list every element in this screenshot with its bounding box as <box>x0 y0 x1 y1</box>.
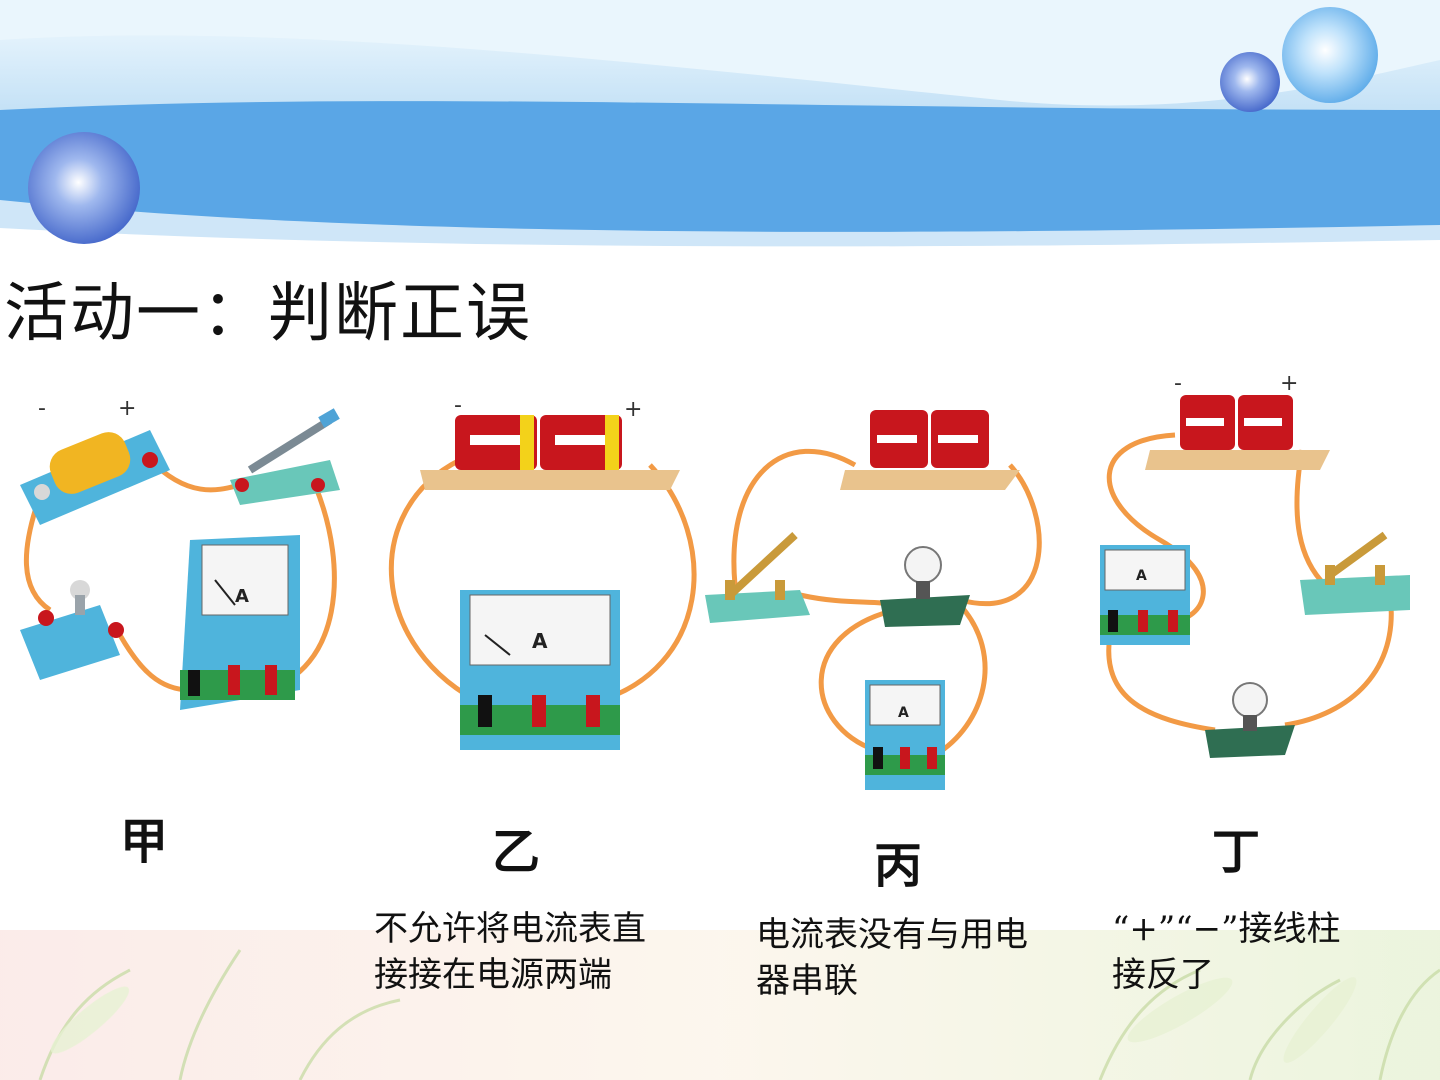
battery-icon <box>840 410 1020 490</box>
svg-text:A: A <box>898 705 909 721</box>
svg-text:A: A <box>532 629 548 653</box>
switch-icon <box>1300 531 1410 615</box>
svg-text:A: A <box>1136 568 1147 584</box>
circuit-ding-diagram: - + A <box>1100 371 1410 758</box>
decorative-orb-icon <box>1282 7 1378 103</box>
wire <box>731 448 857 586</box>
wire <box>1106 432 1206 623</box>
bulb-icon <box>20 580 124 680</box>
footer-decoration <box>0 930 1440 1080</box>
battery-icon <box>420 415 680 490</box>
note-line: 电流表没有与用电 <box>756 915 1028 955</box>
header-banner <box>0 0 1440 250</box>
wire <box>1284 594 1394 728</box>
note-line: 器串联 <box>756 961 858 1001</box>
wire <box>933 603 988 758</box>
wire <box>117 633 191 693</box>
switch-icon <box>705 532 810 623</box>
circuit-jia-diagram: - + A <box>20 396 340 710</box>
wire <box>818 607 896 753</box>
minus-sign: - <box>38 396 46 421</box>
minus-sign: - <box>454 393 462 418</box>
minus-sign: - <box>1174 371 1182 396</box>
ammeter-icon: A <box>1100 545 1190 645</box>
decorative-orb-icon <box>1220 52 1280 112</box>
circuit-yi-diagram: - + A <box>388 393 697 750</box>
decorative-orb-icon <box>28 132 140 244</box>
note-line: 接接在电源两端 <box>374 955 612 995</box>
plus-sign: + <box>1280 371 1298 396</box>
circuit-label-ding: 丁 <box>1212 824 1261 880</box>
circuit-label-yi: 乙 <box>492 824 541 880</box>
wire <box>594 463 697 705</box>
note-line: “+”“−”接线柱 <box>1112 909 1341 949</box>
wire <box>1106 634 1216 733</box>
circuit-note-yi: 不允许将电流表直 接接在电源两端 <box>374 906 646 998</box>
bulb-icon <box>880 546 970 627</box>
bulb-icon <box>1205 682 1295 758</box>
svg-text:A: A <box>235 586 249 607</box>
note-line: 不允许将电流表直 <box>374 909 646 949</box>
plus-sign: + <box>624 397 642 422</box>
circuit-bing-diagram: A <box>705 410 1042 790</box>
circuit-label-bing: 丙 <box>874 838 923 894</box>
circuit-note-bing: 电流表没有与用电 器串联 <box>756 912 1028 1004</box>
ammeter-icon: A <box>460 590 620 750</box>
switch-icon <box>230 408 340 505</box>
plus-sign: + <box>118 396 136 421</box>
battery-icon <box>1145 395 1330 470</box>
page-title: 活动一：判断正误 <box>4 277 532 351</box>
wire <box>1294 449 1327 587</box>
battery-icon <box>20 430 170 525</box>
ammeter-icon: A <box>865 680 945 790</box>
circuit-note-ding: “+”“−”接线柱 接反了 <box>1112 906 1341 998</box>
wire <box>959 463 1042 607</box>
note-line: 接反了 <box>1112 955 1214 995</box>
ammeter-icon: A <box>180 535 300 710</box>
circuit-label-jia: 甲 <box>120 814 169 870</box>
